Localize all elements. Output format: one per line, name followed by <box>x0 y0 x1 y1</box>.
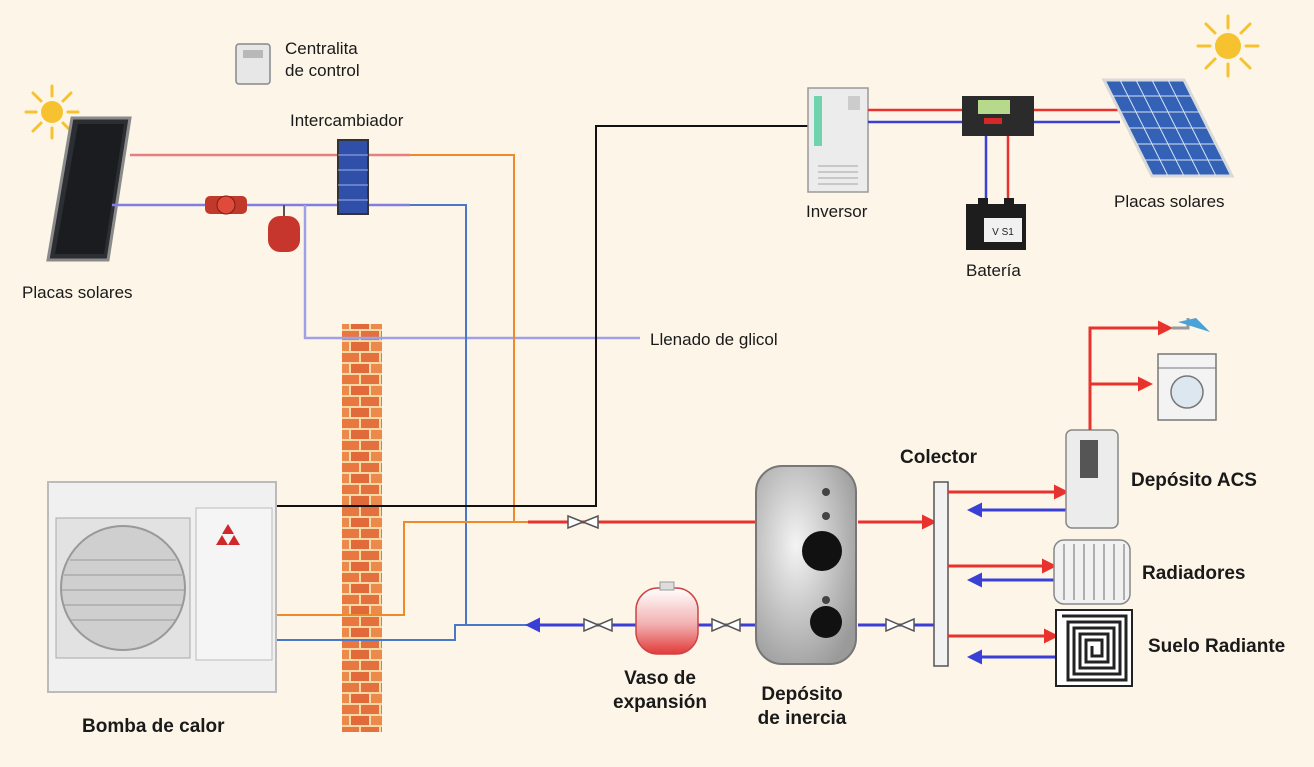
main-hydronic-pipes <box>525 514 937 633</box>
circulation-pump-icon <box>205 195 247 215</box>
buffer-tank-label: Depósito de inercia <box>744 683 860 731</box>
manifold-icon <box>933 481 949 667</box>
buffer-tank-label-line1: Depósito <box>761 684 843 705</box>
dhw-tank-label: Depósito ACS <box>1131 470 1257 491</box>
control-unit-label-line1: Centralita <box>285 39 358 58</box>
control-unit-label: Centralita de control <box>285 38 360 82</box>
expansion-vessel-label: Vaso de expansión <box>602 667 718 715</box>
expansion-vessel-icon <box>635 581 699 655</box>
pv-panel-icon <box>1101 78 1235 178</box>
heat-exchanger-icon <box>337 139 369 215</box>
control-signal-wire <box>276 125 808 507</box>
inverter-label: Inversor <box>806 202 868 221</box>
expansion-vessel-label-line2: expansión <box>613 692 707 713</box>
glycol-fill-label: Llenado de glicol <box>650 330 778 349</box>
heat-pump-label: Bomba de calor <box>82 716 225 737</box>
solar-collector-left-icon <box>46 116 132 262</box>
solar-expansion-vessel-icon <box>268 205 300 252</box>
buffer-tank-label-line2: de inercia <box>757 708 847 729</box>
manifold-label: Colector <box>900 447 978 468</box>
shower-icon <box>1172 318 1210 332</box>
manifold-branches <box>948 484 1069 665</box>
sun-icon-left <box>24 84 80 140</box>
radiator-label: Radiadores <box>1142 563 1246 584</box>
heat-pump-icon <box>47 481 277 693</box>
dhw-supply-pipes <box>1088 320 1173 430</box>
pv-wiring <box>868 108 1120 206</box>
solar-collector-left-label: Placas solares <box>22 283 133 302</box>
control-unit-label-line2: de control <box>285 61 360 80</box>
solar-loop-pipes <box>112 153 640 340</box>
underfloor-heating-label: Suelo Radiante <box>1148 636 1286 657</box>
charge-controller-icon <box>962 96 1034 136</box>
washing-machine-icon <box>1157 353 1217 421</box>
battery-mark: V S1 <box>992 227 1014 238</box>
pv-panel-label: Placas solares <box>1114 192 1225 211</box>
exchanger-to-heatpump-pipes <box>276 154 528 641</box>
battery-label: Batería <box>966 261 1021 280</box>
valve-icons <box>567 514 915 633</box>
radiator-icon <box>1053 539 1131 605</box>
inverter-icon <box>807 87 869 193</box>
underfloor-heating-icon <box>1055 609 1133 687</box>
control-unit-icon <box>235 43 271 85</box>
dhw-tank-icon <box>1065 429 1119 529</box>
brick-wall <box>342 324 382 732</box>
battery-icon: V S1 <box>966 198 1026 250</box>
sun-icon-right <box>1196 14 1260 78</box>
heat-exchanger-label: Intercambiador <box>290 111 404 130</box>
expansion-vessel-label-line1: Vaso de <box>624 668 696 689</box>
buffer-tank-icon <box>755 465 857 665</box>
